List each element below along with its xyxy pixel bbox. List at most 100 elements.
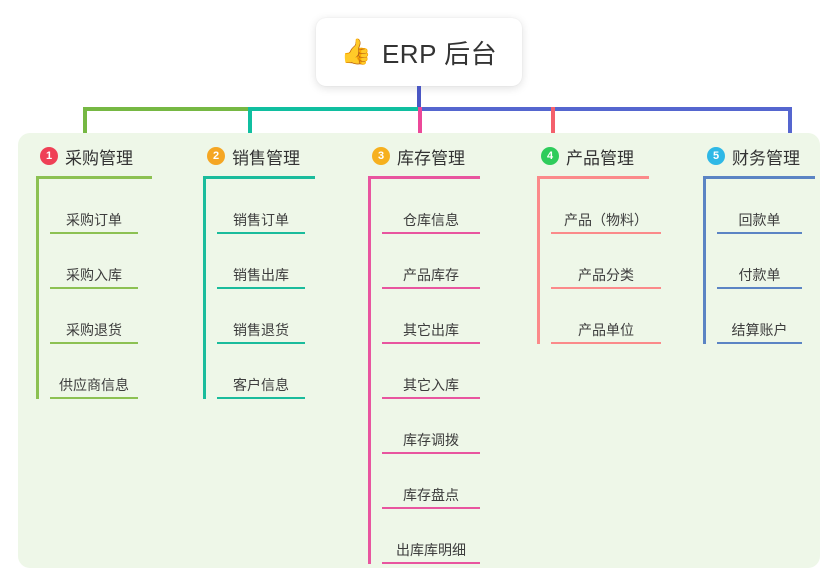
connector-drop-5 xyxy=(788,107,792,143)
leaf-item[interactable]: 回款单 xyxy=(717,179,802,234)
leaf-item-label: 产品库存 xyxy=(403,267,459,283)
column-items: 销售订单销售出库销售退货客户信息 xyxy=(203,179,315,399)
column-title: 销售管理 xyxy=(232,148,300,168)
root-node-title: ERP 后台 xyxy=(381,38,498,69)
leaf-item-underline xyxy=(217,397,305,399)
leaf-item-label: 采购入库 xyxy=(66,267,122,283)
leaf-item[interactable]: 其它出库 xyxy=(382,289,480,344)
column-title: 采购管理 xyxy=(65,148,133,168)
leaf-item[interactable]: 销售订单 xyxy=(217,179,305,234)
column-spine xyxy=(203,179,206,399)
column-items: 采购订单采购入库采购退货供应商信息 xyxy=(36,179,152,399)
column-header-5[interactable]: 5 财务管理 xyxy=(703,143,815,169)
leaf-item-underline xyxy=(382,397,480,399)
leaf-item-label: 库存调拨 xyxy=(403,432,459,448)
column-underline xyxy=(203,176,315,179)
leaf-item-underline xyxy=(382,452,480,454)
leaf-item[interactable]: 库存调拨 xyxy=(382,399,480,454)
column-title: 产品管理 xyxy=(566,148,634,168)
leaf-item[interactable]: 采购订单 xyxy=(50,179,138,234)
column-underline xyxy=(537,176,649,179)
leaf-item[interactable]: 付款单 xyxy=(717,234,802,289)
column-items: 仓库信息产品库存其它出库其它入库库存调拨库存盘点出库库明细 xyxy=(368,179,480,564)
column-index-badge: 5 xyxy=(707,147,725,165)
leaf-item-label: 销售出库 xyxy=(233,267,289,283)
leaf-item-label: 库存盘点 xyxy=(403,487,459,503)
leaf-item-label: 结算账户 xyxy=(731,322,788,338)
column-index-badge: 3 xyxy=(372,147,390,165)
leaf-item-underline xyxy=(382,232,480,234)
leaf-item[interactable]: 销售出库 xyxy=(217,234,305,289)
leaf-item[interactable]: 采购入库 xyxy=(50,234,138,289)
column-title: 财务管理 xyxy=(732,148,800,168)
leaf-item-underline xyxy=(551,342,661,344)
connector-bar-segment-3 xyxy=(418,107,792,111)
leaf-item[interactable]: 产品单位 xyxy=(551,289,661,344)
column-index-badge: 2 xyxy=(207,147,225,165)
leaf-item-underline xyxy=(217,342,305,344)
leaf-item[interactable]: 仓库信息 xyxy=(382,179,480,234)
thumbs-up-icon: 👍 xyxy=(340,37,372,66)
leaf-item-label: 产品（物料） xyxy=(564,212,648,228)
column-5: 5 财务管理回款单付款单结算账户 xyxy=(703,143,815,344)
leaf-item-underline xyxy=(217,232,305,234)
leaf-item-label: 客户信息 xyxy=(233,377,289,393)
connector-bar-segment-2 xyxy=(248,107,420,111)
column-header-4[interactable]: 4 产品管理 xyxy=(537,143,649,169)
leaf-item[interactable]: 其它入库 xyxy=(382,344,480,399)
leaf-item-underline xyxy=(50,397,138,399)
leaf-item-label: 回款单 xyxy=(738,212,781,228)
leaf-item-label: 产品分类 xyxy=(578,267,634,283)
diagram-panel xyxy=(18,133,820,568)
leaf-item-underline xyxy=(717,287,802,289)
column-index-badge: 1 xyxy=(40,147,58,165)
root-node-card[interactable]: 👍 ERP 后台 xyxy=(316,18,522,86)
column-header-1[interactable]: 1 采购管理 xyxy=(36,143,152,169)
leaf-item-label: 供应商信息 xyxy=(59,377,129,393)
column-header-2[interactable]: 2 销售管理 xyxy=(203,143,315,169)
leaf-item-underline xyxy=(382,342,480,344)
leaf-item-label: 销售订单 xyxy=(233,212,289,228)
leaf-item-label: 销售退货 xyxy=(233,322,289,338)
column-underline xyxy=(368,176,480,179)
column-spine xyxy=(703,179,706,344)
leaf-item[interactable]: 库存盘点 xyxy=(382,454,480,509)
leaf-item-underline xyxy=(717,232,802,234)
column-underline xyxy=(36,176,152,179)
column-title: 库存管理 xyxy=(397,148,465,168)
leaf-item-underline xyxy=(717,342,802,344)
connector-drop-4 xyxy=(551,107,555,143)
leaf-item-label: 采购退货 xyxy=(66,322,122,338)
connector-stem-vertical xyxy=(417,86,421,110)
leaf-item-label: 采购订单 xyxy=(66,212,122,228)
leaf-item[interactable]: 产品（物料） xyxy=(551,179,661,234)
leaf-item-underline xyxy=(50,232,138,234)
leaf-item-underline xyxy=(551,287,661,289)
leaf-item[interactable]: 出库库明细 xyxy=(382,509,480,564)
column-spine xyxy=(36,179,39,399)
column-1: 1 采购管理采购订单采购入库采购退货供应商信息 xyxy=(36,143,152,399)
leaf-item[interactable]: 客户信息 xyxy=(217,344,305,399)
column-4: 4 产品管理产品（物料） 产品分类产品单位 xyxy=(537,143,661,344)
connector-bar-segment-1 xyxy=(83,107,250,111)
leaf-item-underline xyxy=(50,287,138,289)
leaf-item[interactable]: 采购退货 xyxy=(50,289,138,344)
column-2: 2 销售管理销售订单销售出库销售退货客户信息 xyxy=(203,143,315,399)
leaf-item-label: 其它出库 xyxy=(403,322,459,338)
leaf-item-underline xyxy=(551,232,661,234)
column-index-badge: 4 xyxy=(541,147,559,165)
leaf-item[interactable]: 供应商信息 xyxy=(50,344,138,399)
connector-drop-1 xyxy=(83,107,87,143)
leaf-item[interactable]: 结算账户 xyxy=(717,289,802,344)
leaf-item[interactable]: 产品库存 xyxy=(382,234,480,289)
leaf-item-label: 其它入库 xyxy=(403,377,459,393)
leaf-item-label: 仓库信息 xyxy=(403,212,459,228)
leaf-item[interactable]: 产品分类 xyxy=(551,234,661,289)
leaf-item-underline xyxy=(382,287,480,289)
leaf-item[interactable]: 销售退货 xyxy=(217,289,305,344)
connector-drop-2 xyxy=(248,107,252,143)
column-header-3[interactable]: 3 库存管理 xyxy=(368,143,480,169)
leaf-item-underline xyxy=(382,507,480,509)
column-items: 产品（物料） 产品分类产品单位 xyxy=(537,179,661,344)
leaf-item-label: 产品单位 xyxy=(578,322,634,338)
